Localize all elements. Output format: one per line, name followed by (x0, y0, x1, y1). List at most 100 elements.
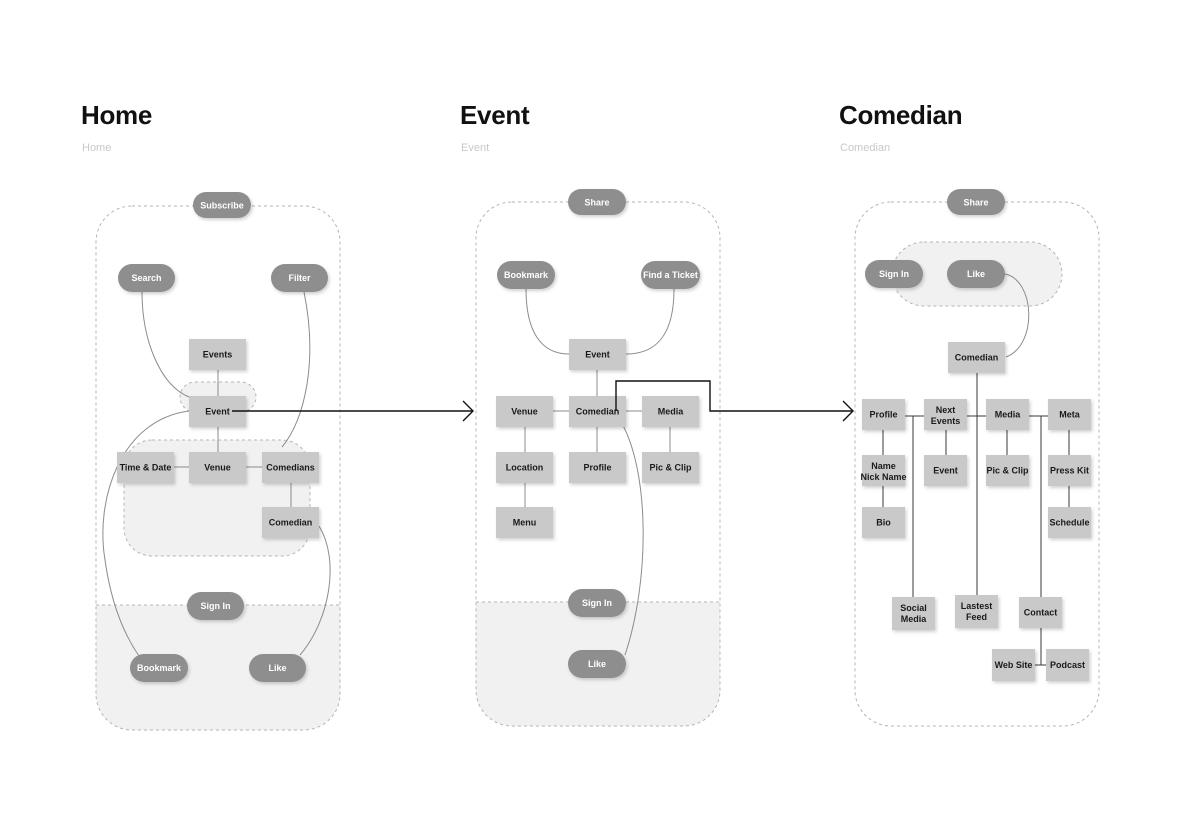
comedian-contact-node[interactable]: Contact (1019, 597, 1062, 628)
home-like-pill[interactable]: Like (249, 654, 306, 682)
event-pic-clip-label: Pic & Clip (649, 463, 692, 473)
event-share-pill[interactable]: Share (568, 189, 626, 215)
event-media-label: Media (658, 407, 685, 417)
home-venue-node[interactable]: Venue (189, 452, 246, 483)
event-profile-label: Profile (583, 463, 611, 473)
event-find-ticket-label: Find a Ticket (643, 270, 698, 280)
event-venue-node[interactable]: Venue (496, 396, 553, 427)
frame-title-event: Event (460, 100, 530, 130)
comedian-frame: Share Sign In Like Comedian Profile Next… (854, 189, 1100, 727)
comedian-schedule-label: Schedule (1049, 518, 1089, 528)
comedian-web-site-node[interactable]: Web Site (992, 649, 1035, 681)
home-subscribe-pill[interactable]: Subscribe (193, 192, 251, 218)
event-comedian-node[interactable]: Comedian (569, 396, 626, 427)
event-event-node[interactable]: Event (569, 339, 626, 370)
comedian-media-label: Media (995, 410, 1022, 420)
event-location-label: Location (506, 463, 544, 473)
comedian-profile-node[interactable]: Profile (862, 399, 905, 430)
comedian-comedian-node[interactable]: Comedian (948, 342, 1005, 373)
event-bookmark-pill[interactable]: Bookmark (497, 261, 555, 289)
event-find-ticket-pill[interactable]: Find a Ticket (641, 261, 700, 289)
comedian-name-node[interactable]: Name Nick Name (860, 455, 907, 486)
comedian-event-node[interactable]: Event (924, 455, 967, 486)
home-subscribe-label: Subscribe (200, 201, 244, 211)
comedian-contact-label: Contact (1024, 608, 1058, 618)
home-comedian-node[interactable]: Comedian (262, 507, 319, 538)
comedian-press-kit-label: Press Kit (1050, 466, 1089, 476)
arrow-event-to-comedian (615, 380, 854, 422)
comedian-name-label-2: Nick Name (860, 472, 906, 482)
comedian-next-events-label-2: Events (931, 416, 961, 426)
comedian-bio-label: Bio (876, 518, 891, 528)
frame-title-home: Home (81, 100, 153, 130)
home-events-node[interactable]: Events (189, 339, 246, 370)
comedian-comedian-label: Comedian (955, 353, 999, 363)
event-pic-clip-node[interactable]: Pic & Clip (642, 452, 699, 483)
arrow-home-to-event (232, 400, 474, 422)
comedian-media-node[interactable]: Media (986, 399, 1029, 430)
frame-subtitle-home: Home (82, 142, 112, 154)
comedian-like-pill[interactable]: Like (947, 260, 1005, 288)
comedian-next-events-node[interactable]: Next Events (924, 399, 967, 430)
comedian-event-label: Event (933, 466, 958, 476)
comedian-share-label: Share (963, 198, 988, 208)
event-location-node[interactable]: Location (496, 452, 553, 483)
comedian-schedule-node[interactable]: Schedule (1048, 507, 1091, 538)
event-venue-label: Venue (511, 407, 538, 417)
comedian-press-kit-node[interactable]: Press Kit (1048, 455, 1091, 486)
comedian-meta-node[interactable]: Meta (1048, 399, 1091, 430)
home-time-date-node[interactable]: Time & Date (117, 452, 174, 483)
home-search-label: Search (131, 273, 161, 283)
comedian-lastest-feed-label-1: Lastest (961, 601, 993, 611)
comedian-next-events-label-1: Next (936, 405, 956, 415)
home-filter-label: Filter (288, 273, 311, 283)
comedian-bio-node[interactable]: Bio (862, 507, 905, 538)
comedian-social-media-label-2: Media (901, 614, 928, 624)
frame-subtitle-event: Event (461, 142, 490, 154)
home-like-label: Like (268, 663, 286, 673)
home-filter-pill[interactable]: Filter (271, 264, 328, 292)
comedian-social-media-node[interactable]: Social Media (892, 597, 935, 630)
comedian-podcast-label: Podcast (1050, 660, 1085, 670)
comedian-web-site-label: Web Site (995, 660, 1033, 670)
event-sign-in-pill[interactable]: Sign In (568, 589, 626, 617)
home-comedians-label: Comedians (266, 463, 315, 473)
comedian-name-label-1: Name (871, 461, 896, 471)
event-event-label: Event (585, 350, 610, 360)
frame-title-comedian: Comedian (839, 100, 963, 130)
home-sign-in-pill[interactable]: Sign In (187, 592, 244, 620)
comedian-sign-in-pill[interactable]: Sign In (865, 260, 923, 288)
home-time-date-label: Time & Date (120, 463, 172, 473)
comedian-lastest-feed-node[interactable]: Lastest Feed (955, 595, 998, 628)
event-share-label: Share (584, 198, 609, 208)
comedian-meta-label: Meta (1059, 410, 1080, 420)
comedian-like-label: Like (967, 269, 985, 279)
event-like-pill[interactable]: Like (568, 650, 626, 678)
home-sign-in-label: Sign In (201, 601, 231, 611)
event-comedian-label: Comedian (576, 407, 620, 417)
home-comedian-label: Comedian (269, 518, 313, 528)
home-bookmark-label: Bookmark (137, 663, 182, 673)
comedian-lastest-feed-label-2: Feed (966, 612, 987, 622)
home-search-pill[interactable]: Search (118, 264, 175, 292)
home-event-label: Event (205, 407, 230, 417)
comedian-podcast-node[interactable]: Podcast (1046, 649, 1089, 681)
home-bookmark-pill[interactable]: Bookmark (130, 654, 188, 682)
comedian-pic-clip-label: Pic & Clip (986, 466, 1029, 476)
comedian-social-media-label-1: Social (900, 603, 927, 613)
home-venue-label: Venue (204, 463, 231, 473)
home-events-label: Events (203, 350, 233, 360)
event-sign-in-label: Sign In (582, 598, 612, 608)
comedian-share-pill[interactable]: Share (947, 189, 1005, 215)
event-profile-node[interactable]: Profile (569, 452, 626, 483)
event-frame: Share Bookmark Find a Ticket Event Venue… (475, 189, 721, 727)
event-media-node[interactable]: Media (642, 396, 699, 427)
event-menu-label: Menu (513, 518, 537, 528)
home-frame: Subscribe Search Filter Events Event Tim… (95, 192, 341, 731)
comedian-pic-clip-node[interactable]: Pic & Clip (986, 455, 1029, 486)
event-bookmark-label: Bookmark (504, 270, 549, 280)
event-menu-node[interactable]: Menu (496, 507, 553, 538)
home-comedians-node[interactable]: Comedians (262, 452, 319, 483)
frame-subtitle-comedian: Comedian (840, 142, 891, 154)
